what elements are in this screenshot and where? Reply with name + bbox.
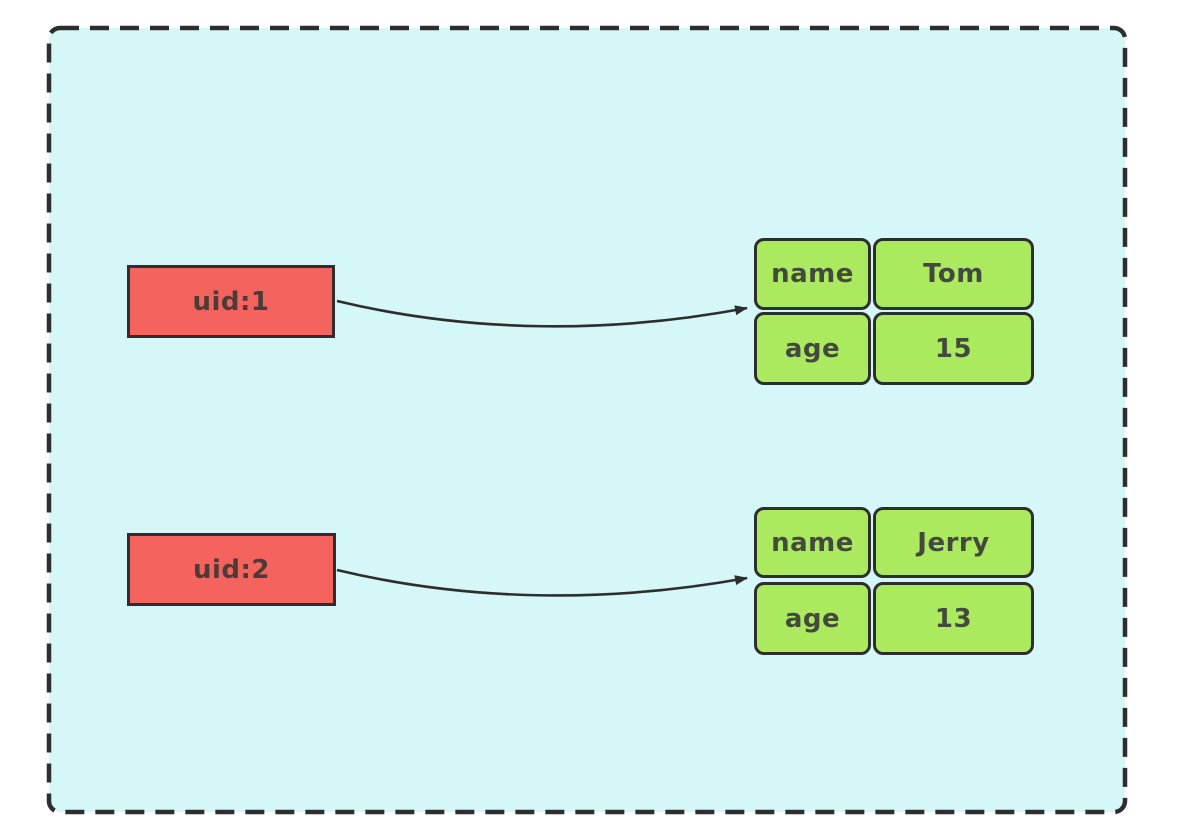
- key-node-uid1: uid:1: [127, 265, 335, 338]
- key-node-uid1-label: uid:1: [192, 286, 270, 317]
- hash1-field-age-value: 15: [873, 312, 1034, 385]
- hash1-field-name-value: Tom: [873, 238, 1034, 310]
- key-node-uid2: uid:2: [127, 533, 336, 606]
- hash2-field-name-key: name: [754, 507, 871, 578]
- arrow-uid1-to-hash1: [336, 299, 748, 328]
- hash2-field-name-value: Jerry: [873, 507, 1034, 578]
- hash2-field-age-value: 13: [873, 582, 1034, 655]
- hash1-field-age-key: age: [754, 312, 871, 385]
- key-node-uid2-label: uid:2: [192, 554, 271, 585]
- hash2-field-age-key: age: [754, 582, 871, 655]
- dashed-container: [46, 25, 1128, 815]
- arrow-uid2-to-hash2: [336, 568, 748, 597]
- hash1-field-name-key: name: [754, 238, 871, 310]
